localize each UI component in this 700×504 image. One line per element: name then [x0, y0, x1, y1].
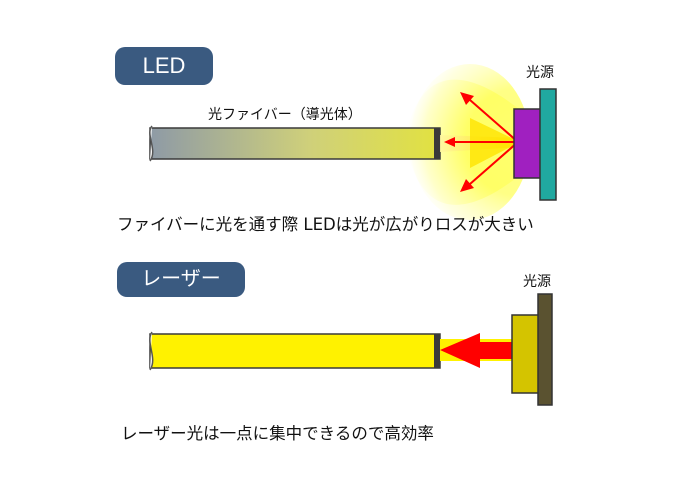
- led-caption: ファイバーに光を通す際 LEDは光が広がりロスが大きい: [117, 215, 534, 234]
- laser-badge: レーザー: [117, 262, 245, 297]
- led-arrows: [444, 92, 519, 192]
- fiber-label: 光ファイバー（導光体）: [208, 107, 362, 123]
- laser-source-label: 光源: [523, 274, 551, 290]
- led-badge: LED: [115, 47, 213, 85]
- led-source-label: 光源: [526, 65, 554, 81]
- led-fiber: [149, 125, 441, 162]
- laser-light-source: [511, 293, 553, 406]
- led-light-source: [513, 88, 557, 201]
- laser-fiber: [149, 331, 441, 371]
- laser-caption: レーザー光は一点に集中できるので高効率: [121, 424, 434, 443]
